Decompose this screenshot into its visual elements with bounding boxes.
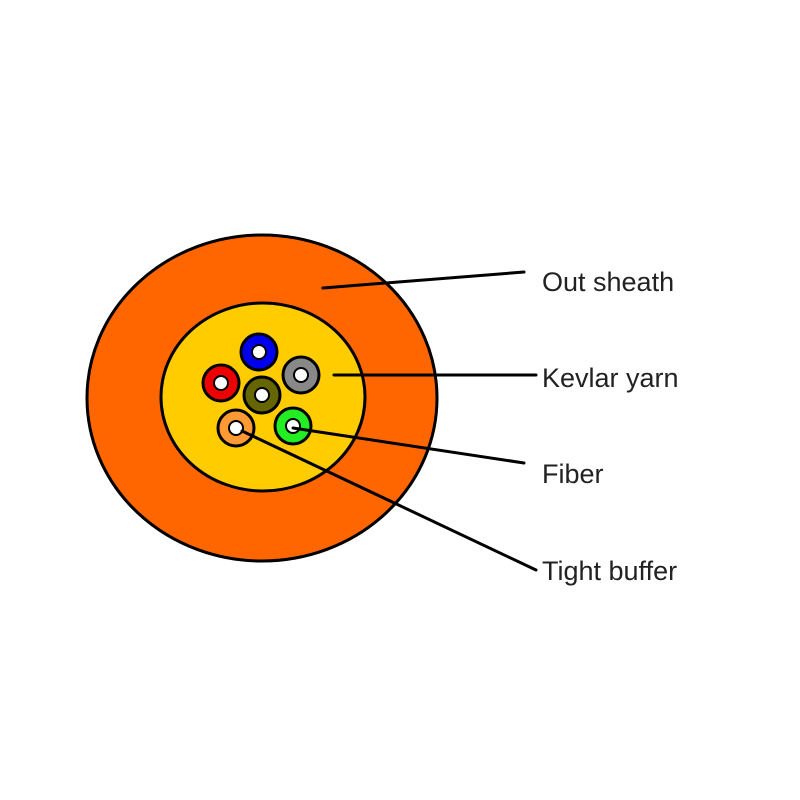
fiber-core-grey: [293, 367, 309, 383]
label-out-sheath: Out sheath: [542, 267, 674, 297]
buffer-blue: [239, 332, 279, 372]
leader-line-out-sheath: [321, 270, 526, 290]
fiber-core-red: [213, 375, 229, 391]
leader-line-fiber: [291, 426, 526, 465]
leader-line-tight-buffer: [240, 429, 538, 572]
buffer-green: [273, 406, 313, 446]
buffer-orange: [216, 408, 256, 448]
buffer-grey: [281, 355, 321, 395]
fiber-core-olive: [254, 387, 270, 403]
label-tight-buffer: Tight buffer: [542, 556, 677, 586]
fiber-core-orange: [228, 420, 244, 436]
fiber-core-blue: [251, 344, 267, 360]
buffer-olive: [242, 375, 282, 415]
label-kevlar-yarn: Kevlar yarn: [542, 363, 679, 393]
buffer-red: [201, 363, 241, 403]
fiber-core-green: [285, 418, 301, 434]
label-fiber: Fiber: [542, 459, 604, 489]
